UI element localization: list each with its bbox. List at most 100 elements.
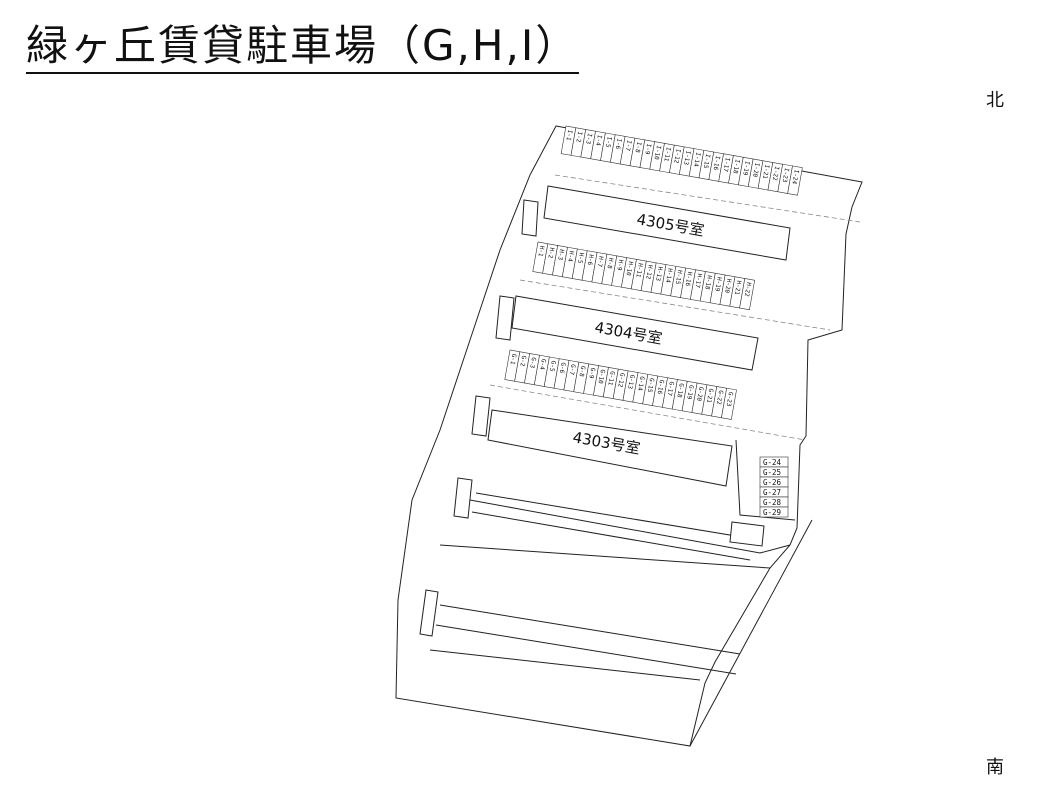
parking-slot-label: G-3 <box>528 357 537 369</box>
g-side-slot-label: G-29 <box>763 508 781 517</box>
parking-slot-label: G-11 <box>606 370 615 386</box>
page-title: 緑ヶ丘賃貸駐車場（G,H,I） <box>26 22 580 74</box>
parking-slot-label: I-9 <box>643 143 652 155</box>
parking-slot-label: H-3 <box>556 249 565 261</box>
parking-slot-label: I-20 <box>751 162 760 178</box>
parking-slot-label: I-5 <box>604 136 613 148</box>
lot-line <box>435 624 737 675</box>
parking-slot-label: I-17 <box>721 157 730 173</box>
parking-slot <box>721 387 737 420</box>
parking-slot-label: H-8 <box>605 257 614 269</box>
parking-slot-label: G-10 <box>597 369 606 385</box>
parking-slot-label: G-1 <box>509 353 518 365</box>
g-side-slots: G-24G-25G-26G-27G-28G-29 <box>759 456 789 518</box>
parking-slot-label: H-7 <box>596 256 605 268</box>
parking-slot-label: H-19 <box>713 276 722 292</box>
parking-slot-label: G-20 <box>695 386 704 402</box>
parking-slot-label: G-15 <box>646 377 655 393</box>
building-4303: 4303号室 <box>487 409 733 487</box>
road-line <box>519 279 831 331</box>
building-4305: 4305号室 <box>543 185 791 261</box>
storage-box <box>419 589 439 637</box>
parking-slot-label: G-6 <box>558 362 567 374</box>
parking-slot-label: G-22 <box>715 390 724 406</box>
parking-slot-label: I-7 <box>624 140 633 152</box>
lot-edge <box>735 439 796 521</box>
g-side-slot-label: G-28 <box>763 498 782 507</box>
storage-box <box>521 199 539 237</box>
parking-slot <box>739 278 756 311</box>
south-label: 南 <box>986 757 1004 778</box>
parking-slot-label: H-9 <box>615 259 624 271</box>
parking-slot-label: I-18 <box>731 159 740 175</box>
parking-slot <box>787 165 803 196</box>
parking-slot-label: H-18 <box>703 275 712 291</box>
parking-slot-label: I-15 <box>702 153 711 169</box>
g-side-slot-label: G-24 <box>763 458 782 467</box>
parking-slot-label: H-6 <box>586 254 595 266</box>
north-label: 北 <box>986 90 1004 111</box>
parking-slot-label: G-13 <box>626 374 635 390</box>
g-side-slot-label: G-25 <box>763 468 781 477</box>
storage-box <box>495 295 515 341</box>
lot-edge <box>429 649 701 681</box>
parking-slot-label: G-8 <box>577 365 586 377</box>
parking-slot-label: I-2 <box>574 131 583 143</box>
parking-slot-label: I-19 <box>741 160 750 176</box>
parking-slot-label: I-12 <box>672 148 681 164</box>
road-line <box>554 174 861 223</box>
site-boundary <box>395 125 863 747</box>
parking-slot-label: I-22 <box>771 166 780 182</box>
parking-slot-label: H-16 <box>684 271 693 287</box>
lot-line <box>475 492 761 541</box>
parking-slot-label: G-4 <box>538 358 547 370</box>
parking-slot-label: G-5 <box>548 360 557 372</box>
parking-slot-label: G-23 <box>725 391 734 407</box>
parking-slot-label: H-11 <box>634 262 643 278</box>
storage-box <box>453 477 473 519</box>
parking-slot-label: G-14 <box>636 376 645 392</box>
parking-slot-label: G-9 <box>587 367 596 379</box>
parking-slot-label: I-13 <box>682 150 691 166</box>
parking-slot-label: H-20 <box>723 278 732 294</box>
parking-slot-label: I-8 <box>633 141 642 153</box>
parking-slot-label: H-13 <box>654 266 663 282</box>
parking-slot-label: H-4 <box>566 250 575 262</box>
parking-slot-label: G-21 <box>705 388 714 404</box>
parking-slot-label: H-15 <box>674 269 683 285</box>
parking-slot-label: H-17 <box>693 273 702 289</box>
parking-slot-label: I-6 <box>614 138 623 150</box>
g-side-slot-label: G-26 <box>763 478 782 487</box>
parking-slot-label: G-19 <box>685 384 694 400</box>
parking-slot-label: I-21 <box>761 164 770 180</box>
parking-slot-label: G-2 <box>518 355 527 367</box>
road-line <box>489 384 806 441</box>
road-line <box>689 519 813 747</box>
parking-slot-label: G-7 <box>568 364 577 376</box>
parking-slot-label: I-14 <box>692 152 701 168</box>
lot-edge <box>469 499 791 554</box>
parking-slot-label: I-24 <box>790 169 799 185</box>
lot-line <box>471 511 751 561</box>
parking-slot-label: I-10 <box>653 145 662 161</box>
parking-slot-label: I-3 <box>584 133 593 145</box>
parking-slot-label: G-17 <box>665 381 674 397</box>
parking-slot-label: G-16 <box>656 379 665 395</box>
parking-slot-label: H-12 <box>644 264 653 280</box>
parking-slot-label: I-11 <box>662 146 671 162</box>
parking-slot-label: I-23 <box>781 167 790 183</box>
parking-slot-label: H-2 <box>546 247 555 259</box>
storage-box <box>471 395 491 437</box>
parking-slot-label: H-22 <box>743 282 752 298</box>
parking-slot-label: H-5 <box>576 252 585 264</box>
lot-edge <box>439 544 771 569</box>
parking-slot-label: H-1 <box>537 245 546 257</box>
parking-slot-label: H-14 <box>664 268 673 284</box>
parking-slot-label: G-12 <box>616 372 625 388</box>
g-side-slot <box>759 506 789 518</box>
parking-slot-label: I-16 <box>712 155 721 171</box>
